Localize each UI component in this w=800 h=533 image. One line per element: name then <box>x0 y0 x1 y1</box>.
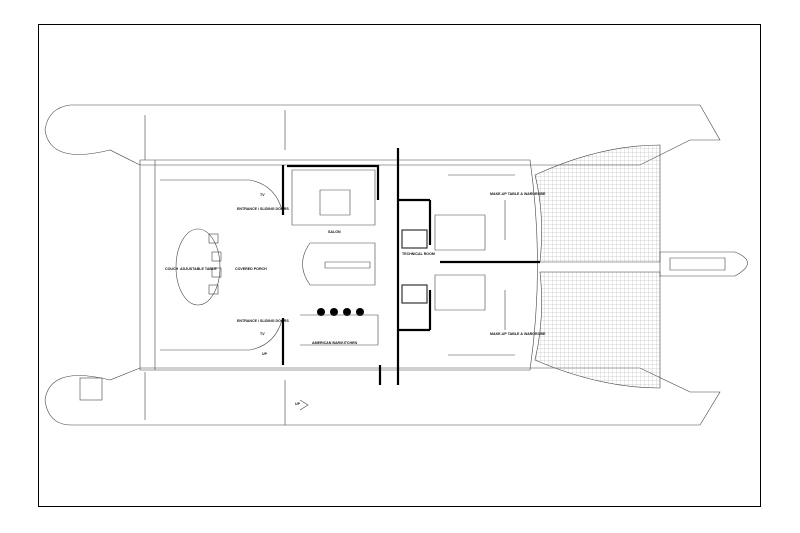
up-arrow-icon <box>299 399 309 411</box>
label-adjustable-table: ADJUSTABLE TABLE <box>180 267 217 271</box>
main-deck <box>139 159 538 371</box>
label-tv-top: TV <box>260 193 265 197</box>
label-up-stairs: UP <box>262 352 268 356</box>
drawing-frame <box>38 24 761 507</box>
label-couch: COUCH <box>165 267 179 271</box>
label-up-arrow: UP <box>295 402 301 406</box>
bowsprit <box>659 251 748 277</box>
adjustable-table <box>175 228 221 306</box>
label-door-top: ENTRANCE / SLIDING DOORS <box>237 207 289 211</box>
label-salon: SALON <box>328 230 341 234</box>
bow-net-bottom <box>534 271 661 389</box>
dinghy-platform <box>79 377 103 401</box>
label-american-bar: AMERICAN BAR/KITCHEN <box>312 341 358 345</box>
label-covered-porch: COVERED PORCH <box>235 267 267 271</box>
label-technical-room: TECHNICAL ROOM <box>402 252 435 256</box>
bottom-hull <box>44 367 721 426</box>
label-door-bottom: ENTRANCE / SLIDING DOORS <box>237 319 289 323</box>
label-makeup-bottom: MAKE-UP TABLE & WARDROBE <box>490 332 546 336</box>
label-makeup-top: MAKE-UP TABLE & WARDROBE <box>490 192 546 196</box>
label-tv-bottom: TV <box>260 332 265 336</box>
bow-net-top <box>534 144 661 263</box>
